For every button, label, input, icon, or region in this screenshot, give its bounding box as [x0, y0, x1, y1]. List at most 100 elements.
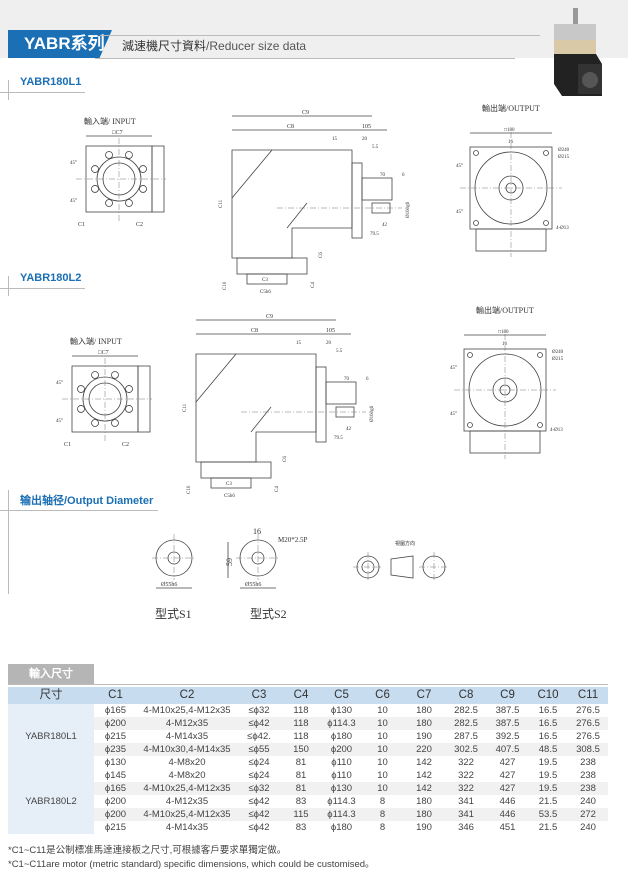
bolt-hole: [139, 185, 147, 193]
dimension-label: 45°: [450, 366, 457, 371]
bolt-hole: [125, 151, 133, 159]
dimension-label: C11: [183, 403, 188, 412]
dimension-label: 42: [346, 427, 352, 432]
table-cell: 19.5: [538, 770, 558, 781]
table-cell: 240: [580, 796, 596, 807]
divider: [8, 684, 608, 685]
dimension-label: C10: [223, 281, 228, 290]
table-cell: ϕ145: [104, 770, 127, 781]
dimension-label: 45°: [70, 161, 77, 166]
table-cell: 10: [377, 770, 388, 781]
table-cell: 16.5: [538, 705, 558, 716]
dimension-label: C4: [311, 282, 316, 288]
dimension-label: 20: [362, 137, 368, 142]
table-cell: ϕ110: [331, 757, 352, 768]
bolt-hole: [125, 405, 133, 413]
footnote-cn: *C1~C11是公制標准馬達連接板之尺寸,可根據客戶要求單獨定做。: [8, 845, 287, 856]
dimension-label: 45°: [450, 412, 457, 417]
table-cell: 276.5: [576, 731, 600, 742]
table-cell: ϕ114.3: [321, 717, 362, 730]
series-tab: YABR系列: [8, 30, 112, 58]
table-cell: 8: [379, 822, 386, 833]
table-cell: 180: [416, 705, 432, 716]
dimension-label: 16: [253, 527, 261, 536]
table-cell: 4-M12x35: [165, 796, 209, 807]
table-cell: 407.5: [487, 743, 528, 756]
table-cell: ≤ϕ42: [248, 796, 270, 807]
dimension-label: 45°: [456, 210, 463, 215]
column-header: C5: [321, 687, 362, 704]
column-header: C6: [362, 687, 403, 704]
table-cell: 16.5: [538, 731, 558, 742]
dimension-label: 16: [508, 140, 514, 145]
table-cell: 10: [377, 731, 388, 742]
divider: [100, 35, 540, 36]
table-cell: 115: [281, 808, 321, 821]
table-cell: 282.5: [454, 705, 478, 716]
table-cell: 48.5: [528, 743, 568, 756]
input-label: 輸入端/ INPUT: [84, 116, 136, 126]
table-cell: 387.5: [487, 717, 528, 730]
dimension-label: 105: [326, 328, 335, 334]
table-cell: 4-M12x35: [137, 717, 237, 730]
output-label: 輸出端/OUTPUT: [476, 305, 534, 315]
divider: [95, 58, 515, 59]
table-cell: 238: [580, 770, 596, 781]
table-cell: 81: [281, 782, 321, 795]
dimension-label: C5h6: [224, 494, 235, 499]
table-cell: 4-M14x35: [165, 731, 209, 742]
thread-label: M20*2.5P: [278, 536, 307, 544]
divider: [8, 490, 9, 594]
table-cell: ϕ200: [94, 717, 137, 730]
table-cell: ϕ130: [321, 782, 362, 795]
table-cell: ϕ130: [104, 757, 127, 768]
dimension-label: C6: [319, 252, 324, 258]
table-cell: 427: [499, 770, 516, 781]
table-cell: 302.5: [445, 743, 487, 756]
bolt-hole: [125, 385, 133, 393]
table-cell: 142: [403, 782, 445, 795]
title-cn: 減速機尺寸資料: [122, 39, 207, 53]
table-cell: 118: [293, 705, 309, 716]
model-label-l2: YABR180L2: [20, 272, 82, 284]
column-header: C2: [137, 687, 237, 704]
dimension-label: C6: [283, 456, 288, 462]
table-cell: ≤ϕ32: [237, 782, 281, 795]
table-cell: 19.5: [528, 782, 568, 795]
table-cell: ϕ114.3: [327, 796, 356, 807]
table-cell: 10: [362, 782, 403, 795]
bolt-hole: [91, 185, 99, 193]
table-cell: 190: [416, 822, 432, 833]
table-cell: ϕ180: [330, 822, 353, 833]
divider: [0, 92, 85, 93]
table-cell: 180: [416, 796, 432, 807]
gearbox-bevel: [231, 149, 308, 229]
dimension-label: C4: [275, 486, 280, 492]
bolt-hole: [467, 352, 473, 358]
dimension-label: □180: [504, 128, 515, 133]
table-cell: ϕ235: [94, 743, 137, 756]
dimension-label: 45°: [456, 164, 463, 169]
table-cell: 180: [403, 717, 445, 730]
dimension-label: □C7: [112, 130, 123, 136]
bolt-hole: [91, 371, 99, 379]
table-cell: 53.5: [528, 808, 568, 821]
footnote-en: *C1~C11are motor (metric standard) speci…: [8, 859, 375, 870]
input-label: 輸入端/ INPUT: [70, 336, 122, 346]
table-tab: 輸入尺寸: [8, 664, 94, 684]
diameter-label: Ø55h6: [161, 582, 177, 588]
dimension-label: 42: [382, 223, 388, 228]
dimension-label: 15: [296, 341, 302, 346]
model-cell: YABR180L1: [8, 704, 94, 769]
table-cell: 180: [403, 808, 445, 821]
